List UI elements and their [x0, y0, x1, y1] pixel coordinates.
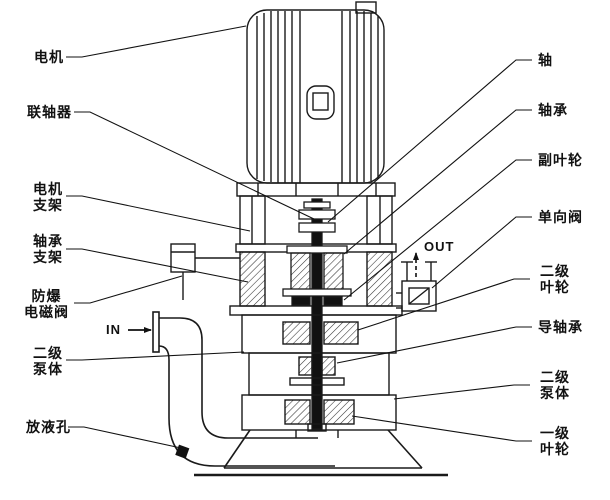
label-second-stage-pump-body-right: 二级 泵体 [540, 369, 570, 401]
label-second-stage-impeller: 二级 叶轮 [540, 263, 570, 295]
motor [236, 1, 396, 197]
label-second-stage-pump-body-left: 二级 泵体 [33, 345, 63, 377]
label-auxiliary-impeller: 副叶轮 [538, 152, 583, 168]
label-coupling: 联轴器 [27, 104, 72, 120]
label-flow-in: IN [106, 322, 121, 337]
label-first-stage-impeller: 一级 叶轮 [540, 425, 570, 457]
label-check-valve: 单向阀 [538, 209, 583, 225]
leader-lines [66, 25, 532, 449]
solenoid-valve [170, 243, 240, 300]
label-bearing-bracket: 轴承 支架 [33, 233, 63, 265]
bracket-section [229, 195, 403, 316]
check-valve-assembly [396, 261, 437, 312]
label-flow-out: OUT [424, 239, 455, 254]
label-motor: 电机 [34, 49, 64, 65]
label-explosion-proof-solenoid-valve: 防爆 电磁阀 [24, 288, 69, 320]
pump-body [241, 314, 397, 438]
label-drain-hole: 放液孔 [26, 419, 71, 435]
base [194, 429, 448, 477]
drain-plug [175, 444, 190, 459]
label-shaft: 轴 [538, 52, 553, 68]
label-bearing: 轴承 [538, 102, 568, 118]
inlet-pipe [152, 311, 335, 467]
label-guide-bearing: 导轴承 [538, 319, 583, 335]
label-motor-bracket: 电机 支架 [33, 181, 63, 213]
shaft [282, 198, 352, 430]
